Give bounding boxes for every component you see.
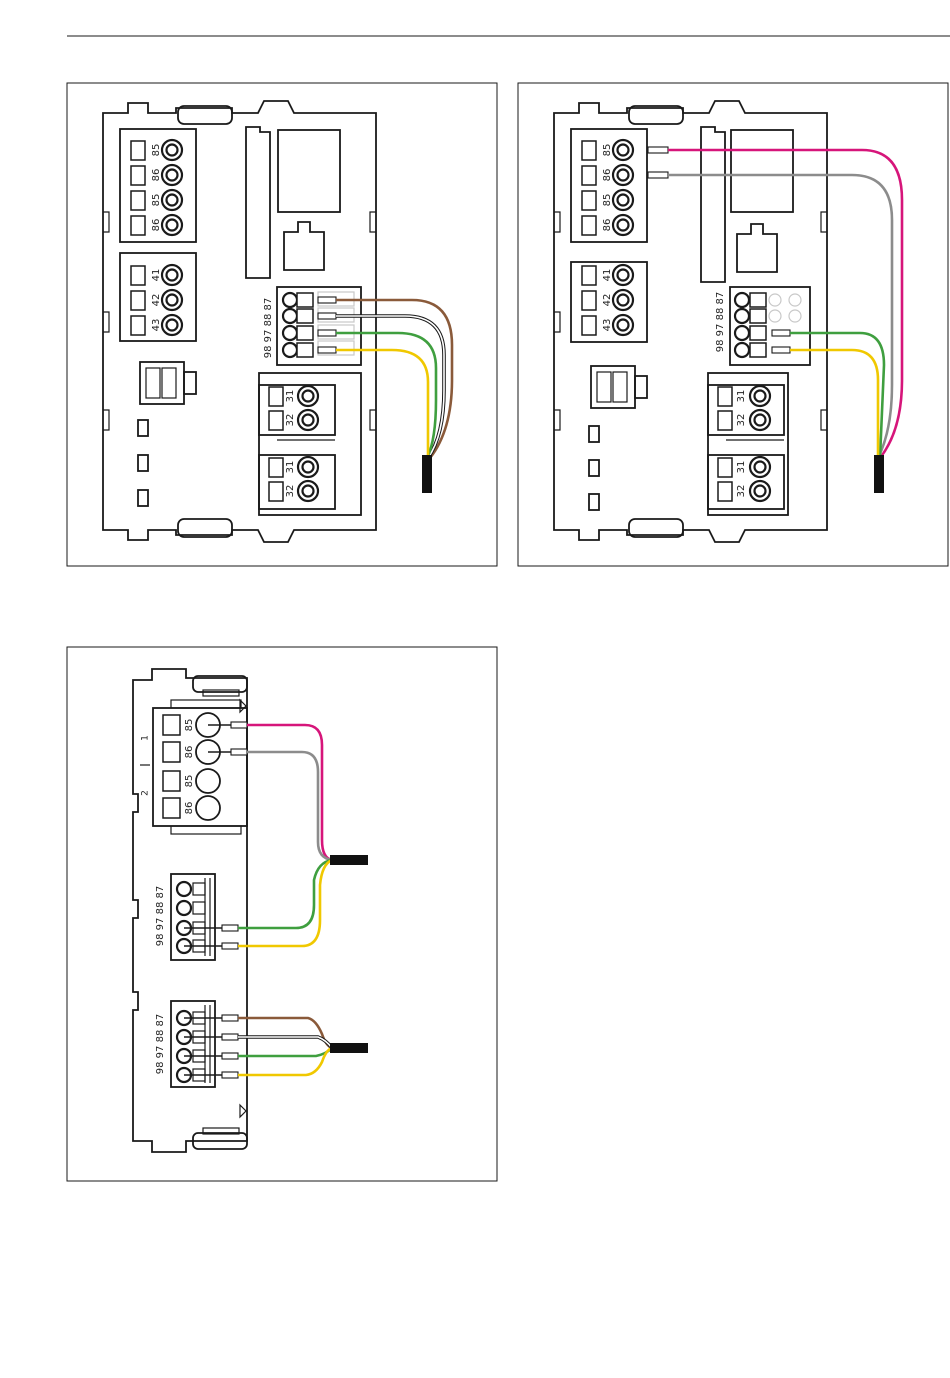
terminal-label: 85 bbox=[184, 719, 195, 732]
panel-2-led-3 bbox=[589, 494, 599, 510]
group-label-2: 2 bbox=[141, 790, 151, 796]
terminal-label: 85 bbox=[602, 194, 613, 207]
terminal-label: 85 bbox=[151, 144, 162, 157]
panel-2-terminal-41: 41 bbox=[582, 265, 633, 285]
panel-2-led-1 bbox=[589, 426, 599, 442]
panel-3-wires-upper bbox=[238, 725, 332, 946]
panel-1-wires bbox=[336, 300, 452, 458]
panel-1-terminal-32-b: 32 bbox=[269, 481, 318, 501]
terminal-label: 42 bbox=[602, 294, 613, 307]
panel-2-small-connector bbox=[591, 366, 647, 408]
panel-1-led-2 bbox=[138, 455, 148, 471]
panel-1-terminal-42: 42 bbox=[131, 290, 182, 310]
terminal-label: 41 bbox=[151, 269, 162, 282]
panel-2-wires bbox=[668, 150, 902, 458]
panel-1-terminal-31-a: 31 bbox=[269, 386, 318, 406]
panel-3-sleeve-b-97 bbox=[222, 1053, 238, 1059]
panel-1-small-connector bbox=[140, 362, 196, 404]
panel-1-terminal-85-a: 85 bbox=[131, 140, 182, 160]
panel-2-cable-end bbox=[874, 455, 884, 493]
panel-2-power-wiring: 85 86 85 86 41 42 bbox=[518, 83, 948, 566]
panel-3-cable-lower bbox=[330, 1043, 368, 1053]
panel-2-terminal-85-b: 85 bbox=[582, 190, 633, 210]
panel-3-sleeve-b-88 bbox=[222, 1034, 238, 1040]
panel-1-terminal-86-a: 86 bbox=[131, 165, 182, 185]
terminal-label: 86 bbox=[602, 169, 613, 182]
panel-1-terminal-41: 41 bbox=[131, 265, 182, 285]
terminal-label: 43 bbox=[602, 319, 613, 332]
panel-3-arrow-markers bbox=[240, 700, 246, 1117]
panel-2-jack bbox=[737, 224, 777, 272]
panel-1-terminal-86-b: 86 bbox=[131, 215, 182, 235]
panel-1-jack bbox=[284, 222, 324, 270]
panel-2-terminal-32-b: 32 bbox=[718, 481, 770, 501]
group-label-1: 1 bbox=[141, 735, 151, 741]
panel-3-cable-upper bbox=[330, 855, 368, 865]
panel-3-sleeve-a-98 bbox=[222, 943, 238, 949]
terminal-label: 86 bbox=[151, 219, 162, 232]
panel-3-frame bbox=[67, 647, 497, 1181]
panel-3-block-top-lip bbox=[171, 700, 241, 708]
panel-1-slot bbox=[246, 127, 270, 278]
panel-2-terminal-31-b: 31 bbox=[718, 457, 770, 477]
panel-1-terminal-85-b: 85 bbox=[131, 190, 182, 210]
panel-2-terminal-31-a: 31 bbox=[718, 386, 770, 406]
terminal-label: 85 bbox=[151, 194, 162, 207]
panel-1-terminal-32-a: 32 bbox=[269, 410, 318, 430]
panel-3-relay-a-labels: 98 97 88 87 bbox=[155, 886, 166, 947]
panel-2-terminal-86-b: 86 bbox=[582, 215, 633, 235]
terminal-label: 43 bbox=[151, 319, 162, 332]
panel-3-relay-b-pins bbox=[177, 1005, 210, 1083]
panel-3-sleeve-85 bbox=[231, 722, 247, 728]
panel-3-terminal-85-b: 85 bbox=[163, 769, 220, 793]
panel-1-relay-wiring: 85 86 85 86 41 42 bbox=[67, 83, 497, 566]
panel-3-block-bottom-lip bbox=[171, 826, 241, 834]
panel-3-wires-lower bbox=[238, 1018, 332, 1075]
terminal-label: 32 bbox=[285, 485, 296, 498]
terminal-label: 32 bbox=[285, 414, 296, 427]
terminal-label: 86 bbox=[151, 169, 162, 182]
panel-1-terminal-31-b: 31 bbox=[269, 457, 318, 477]
terminal-label: 85 bbox=[184, 775, 195, 788]
terminal-label: 31 bbox=[285, 390, 296, 403]
terminal-label: 86 bbox=[602, 219, 613, 232]
panel-2-led-2 bbox=[589, 460, 599, 476]
terminal-label: 85 bbox=[602, 144, 613, 157]
panel-3-relay-a-pins bbox=[177, 878, 210, 956]
terminal-label: 86 bbox=[184, 746, 195, 759]
panel-2-terminal-42: 42 bbox=[582, 290, 633, 310]
terminal-label: 32 bbox=[736, 414, 747, 427]
panel-3-sleeve-86 bbox=[231, 749, 247, 755]
panel-2-relay-labels: 98 97 88 87 bbox=[715, 292, 726, 353]
panel-1-cable-end bbox=[422, 455, 432, 493]
panel-1-display-window bbox=[278, 130, 340, 212]
terminal-label: 31 bbox=[736, 461, 747, 474]
panel-1-led-3 bbox=[138, 490, 148, 506]
panel-3-relay-b-labels: 98 97 88 87 bbox=[155, 1014, 166, 1075]
panel-3-sleeve-b-87 bbox=[222, 1015, 238, 1021]
panel-3-side-view-wiring: 1 2 85 86 85 86 98 97 88 87 bbox=[67, 647, 497, 1181]
panel-3-sleeve-a-97 bbox=[222, 925, 238, 931]
panel-2-terminal-86-a: 86 bbox=[582, 165, 633, 185]
panel-2-terminal-32-a: 32 bbox=[718, 410, 770, 430]
terminal-label: 42 bbox=[151, 294, 162, 307]
panel-1-led-1 bbox=[138, 420, 148, 436]
panel-2-terminal-43: 43 bbox=[582, 315, 633, 335]
panel-1-relay-pins bbox=[283, 293, 313, 357]
panel-1-relay-labels: 98 97 88 87 bbox=[263, 298, 274, 359]
panel-3-terminal-86-b: 86 bbox=[163, 796, 220, 820]
panel-2-relay-pins bbox=[735, 293, 766, 357]
terminal-label: 41 bbox=[602, 269, 613, 282]
panel-2-display-window bbox=[731, 130, 793, 212]
panel-1-terminal-43: 43 bbox=[131, 315, 182, 335]
panel-3-sleeve-b-98 bbox=[222, 1072, 238, 1078]
terminal-label: 32 bbox=[736, 485, 747, 498]
panel-2-terminal-85-a: 85 bbox=[582, 140, 633, 160]
panel-3-top-clip-detail bbox=[203, 690, 239, 696]
terminal-label: 86 bbox=[184, 802, 195, 815]
terminal-label: 31 bbox=[285, 461, 296, 474]
terminal-label: 31 bbox=[736, 390, 747, 403]
panel-2-relay-ghost-pins bbox=[769, 294, 801, 322]
